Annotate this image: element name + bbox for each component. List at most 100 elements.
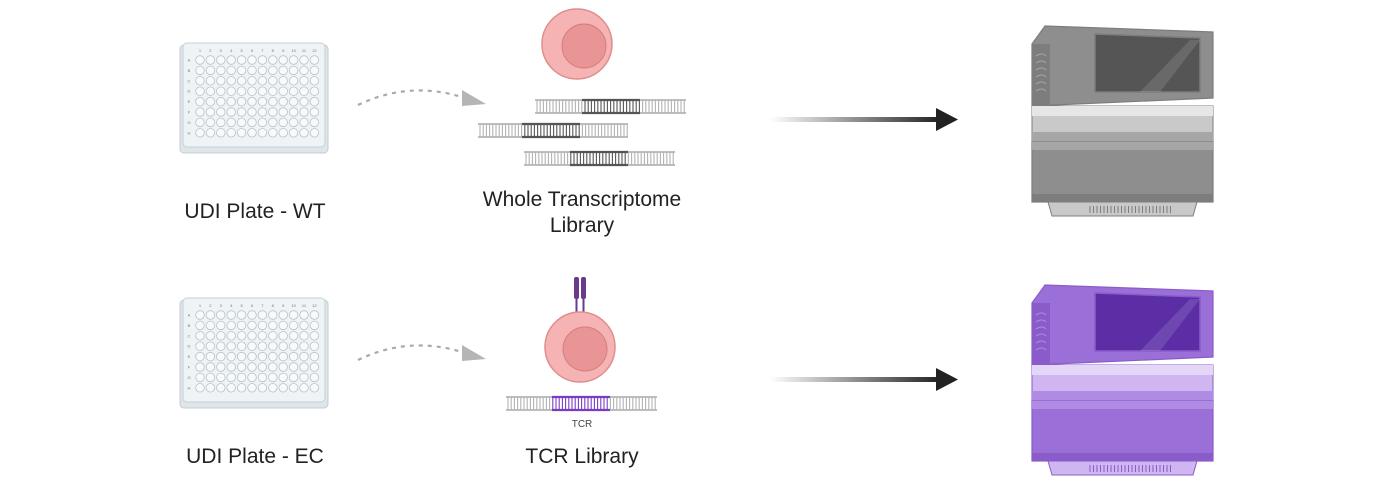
plate-well <box>195 320 205 331</box>
plate-well <box>195 128 205 138</box>
plate-well <box>299 96 309 107</box>
plate-col-label: 1 <box>199 48 202 53</box>
plate-well <box>195 107 205 117</box>
plate-well <box>195 65 205 76</box>
plate-col-label: 11 <box>302 303 307 308</box>
plate-well <box>288 86 299 96</box>
plate-well <box>236 362 247 372</box>
plate-well <box>257 65 268 76</box>
plate-well <box>236 96 247 107</box>
plate-col-label: 3 <box>220 303 223 308</box>
plate-well <box>205 65 216 76</box>
plate-well <box>226 107 236 117</box>
plate-well <box>299 341 309 351</box>
plate-well <box>288 55 299 65</box>
plate-well <box>247 320 257 331</box>
plate-col-label: 10 <box>291 48 296 53</box>
plate-well <box>309 86 320 96</box>
plate-well <box>278 107 288 117</box>
plate-well <box>288 362 299 372</box>
plate-well <box>288 320 299 331</box>
dashed-arrow-head-wt <box>462 90 486 106</box>
plate-well <box>299 55 309 65</box>
plate-col-label: 5 <box>240 48 243 53</box>
plate-well <box>257 341 268 351</box>
plate-well <box>247 55 257 65</box>
plate-well <box>268 55 278 65</box>
plate-col-label: 7 <box>261 303 264 308</box>
plate-well <box>195 351 205 362</box>
plate-well <box>309 341 320 351</box>
plate-well <box>205 86 216 96</box>
plate-well <box>257 76 268 86</box>
plate-well <box>216 310 226 320</box>
plate-well <box>226 76 236 86</box>
plate-well <box>309 107 320 117</box>
plate-row-label: A <box>188 313 191 318</box>
plate-well <box>226 128 236 138</box>
plate-well <box>288 383 299 393</box>
plate-col-label: 6 <box>251 48 254 53</box>
plate-well <box>278 372 288 383</box>
plate-well <box>309 310 320 320</box>
plate-well <box>205 362 216 372</box>
plate-well <box>299 372 309 383</box>
plate-well <box>226 372 236 383</box>
plate-well <box>226 86 236 96</box>
plate-well <box>278 331 288 341</box>
plate-well <box>309 76 320 86</box>
plate-well <box>278 86 288 96</box>
plate-well <box>236 55 247 65</box>
plate-well <box>205 351 216 362</box>
plate-well <box>268 96 278 107</box>
plate-well <box>288 331 299 341</box>
plate-well <box>247 96 257 107</box>
plate-well <box>247 76 257 86</box>
plate-well <box>236 331 247 341</box>
plate-well <box>247 351 257 362</box>
plate-well <box>195 310 205 320</box>
plate-row-label: D <box>188 89 191 94</box>
plate-well <box>299 320 309 331</box>
plate-well <box>288 96 299 107</box>
plate-well <box>257 351 268 362</box>
plate-well <box>216 320 226 331</box>
plate-well <box>309 65 320 76</box>
plate-well <box>236 107 247 117</box>
plate-col-label: 6 <box>251 303 254 308</box>
plate-well <box>268 107 278 117</box>
plate-well <box>226 310 236 320</box>
plate-col-label: 9 <box>282 303 285 308</box>
plate-well <box>278 310 288 320</box>
plate-well <box>205 96 216 107</box>
plate-well <box>247 310 257 320</box>
plate-well <box>278 362 288 372</box>
plate-well <box>278 320 288 331</box>
plate-well <box>268 362 278 372</box>
plate-well <box>309 362 320 372</box>
plate-row-label: A <box>188 58 191 63</box>
plate-well <box>226 351 236 362</box>
plate-col-label: 4 <box>230 303 233 308</box>
plate-well <box>299 351 309 362</box>
plate-well <box>299 128 309 138</box>
plate-well <box>309 128 320 138</box>
plate-well <box>236 372 247 383</box>
plate-row-label: B <box>188 68 191 73</box>
plate-well <box>309 117 320 128</box>
plate-well <box>236 128 247 138</box>
plate-well <box>205 331 216 341</box>
cell-ec <box>544 311 616 383</box>
plate-well <box>288 351 299 362</box>
black-arrow-ec <box>770 368 958 391</box>
cell-wt <box>541 8 613 80</box>
plate-well <box>216 96 226 107</box>
plate-well <box>195 372 205 383</box>
plate-well <box>299 331 309 341</box>
plate-well <box>299 86 309 96</box>
plate-well <box>195 341 205 351</box>
plate-well <box>216 107 226 117</box>
